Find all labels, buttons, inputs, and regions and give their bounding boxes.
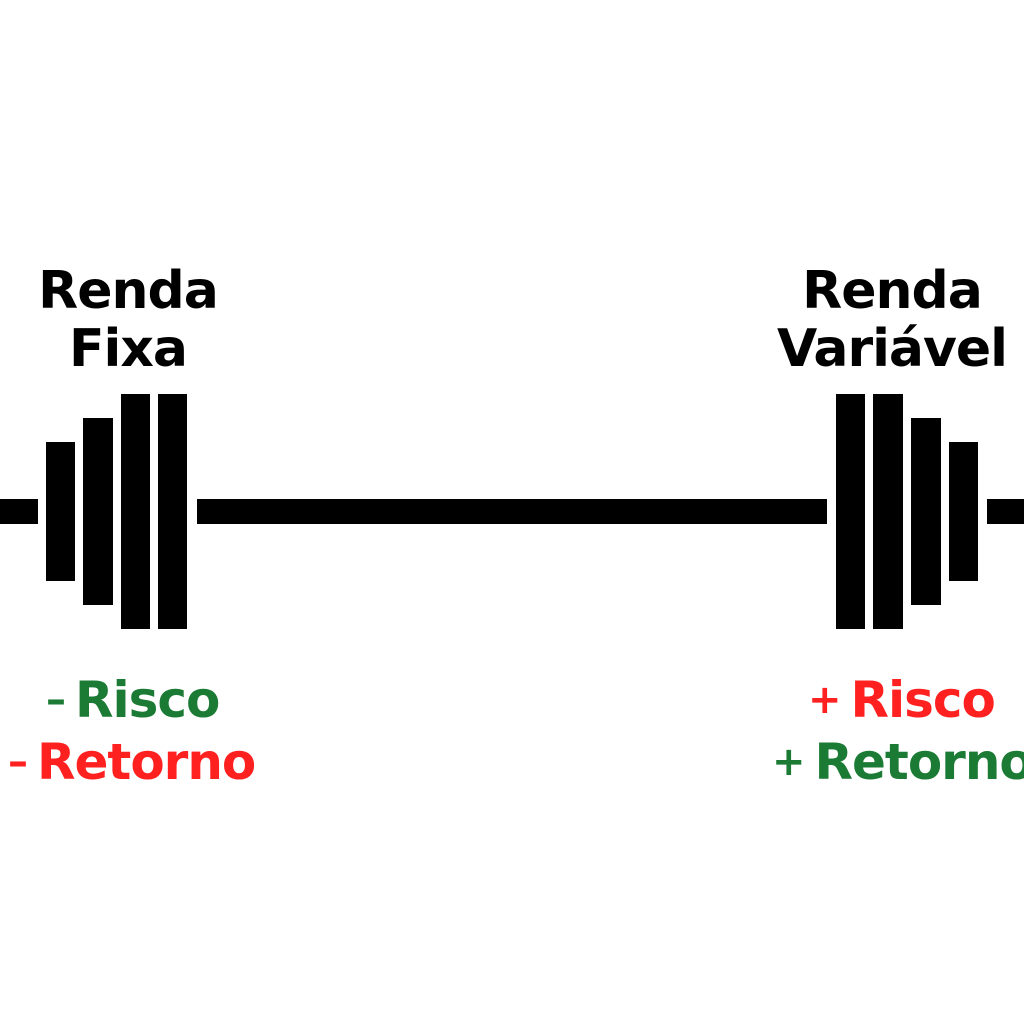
left-return-sign: – xyxy=(8,739,28,785)
right-plate-small xyxy=(949,442,978,581)
right-title-line1: Renda xyxy=(802,261,983,321)
right-risk-text: Risco xyxy=(850,671,996,729)
left-return-label: –Retorno xyxy=(8,733,256,791)
bar-end-right xyxy=(987,499,1024,524)
left-plate-large-2 xyxy=(158,394,187,629)
right-plate-large-2 xyxy=(873,394,903,629)
right-plate-medium xyxy=(911,418,941,605)
bar-center xyxy=(197,499,827,524)
right-return-label: +Retorno xyxy=(772,734,1024,790)
right-risk-sign: + xyxy=(808,677,842,723)
left-risk-text: Risco xyxy=(75,671,220,729)
left-risk-label: –Risco xyxy=(46,671,220,729)
right-title: Renda Variável xyxy=(762,262,1022,378)
right-risk-label: +Risco xyxy=(808,671,996,729)
left-plate-medium xyxy=(83,418,113,605)
right-return-sign: + xyxy=(772,739,806,785)
left-title-line2: Fixa xyxy=(69,319,188,379)
bar-end-left xyxy=(0,499,38,524)
right-return-text: Retorno xyxy=(814,733,1024,791)
left-title-line1: Renda xyxy=(38,261,219,321)
left-return-text: Retorno xyxy=(37,733,256,791)
left-title: Renda Fixa xyxy=(0,262,258,378)
left-plate-large-1 xyxy=(121,394,150,629)
right-plate-large-1 xyxy=(836,394,865,629)
right-title-line2: Variável xyxy=(776,319,1008,379)
left-plate-small xyxy=(46,442,75,581)
left-risk-sign: – xyxy=(46,677,66,723)
